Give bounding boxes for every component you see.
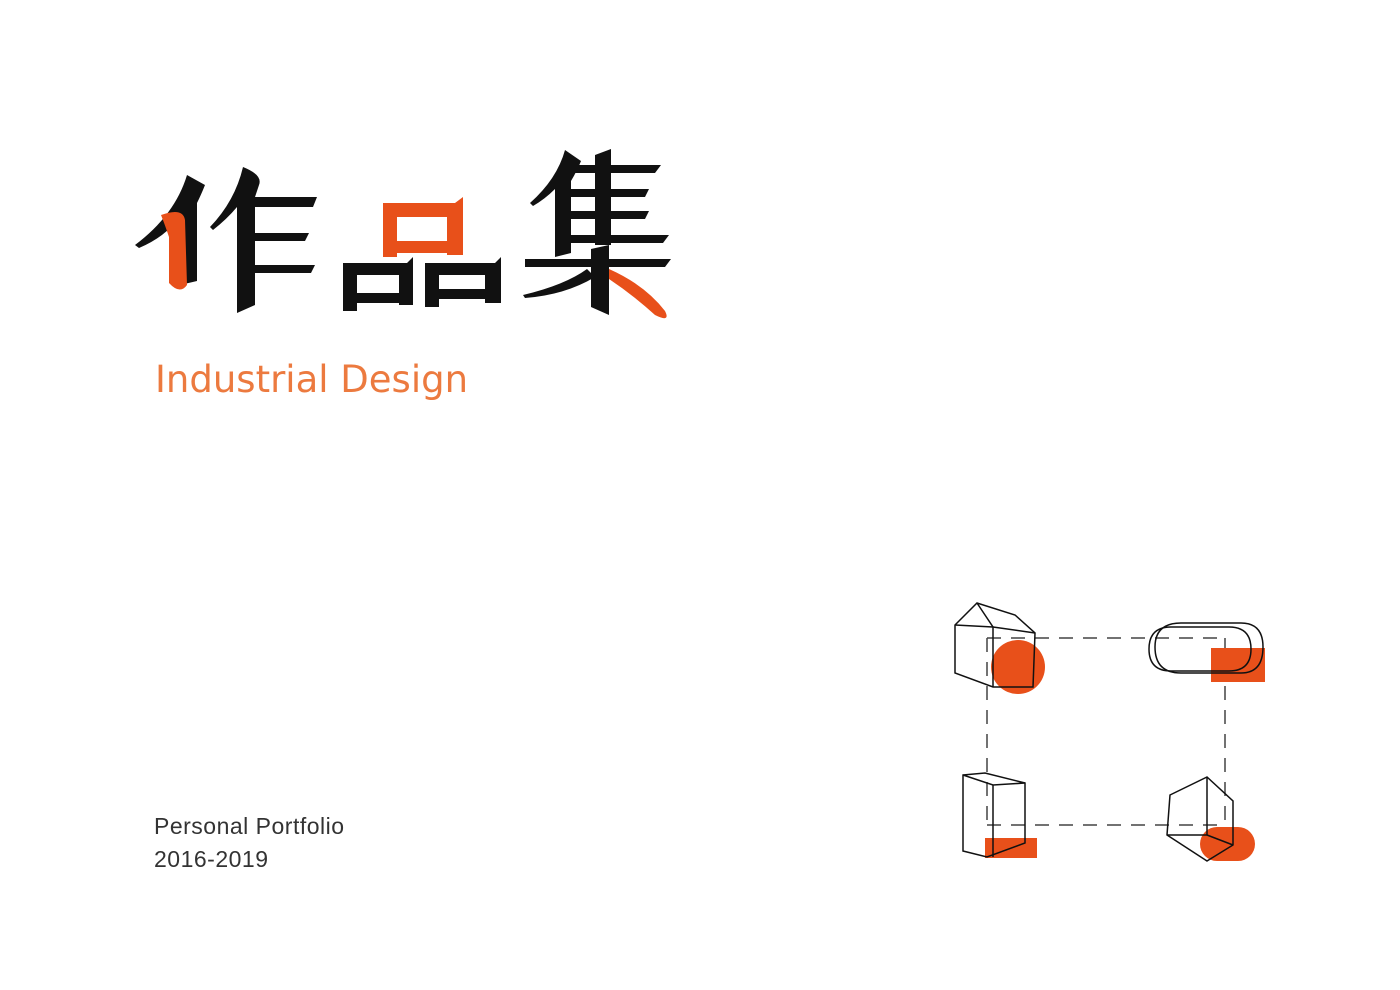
geometric-illustration xyxy=(954,602,1265,862)
subtitle: Industrial Design xyxy=(155,358,469,401)
footer-info: Personal Portfolio 2016-2019 xyxy=(154,810,345,876)
hexagonal-box-icon xyxy=(1166,776,1255,862)
house-prism-icon xyxy=(954,602,1045,694)
title-char-pin xyxy=(343,197,501,311)
capsule-icon xyxy=(1148,622,1265,682)
title-cn-logo xyxy=(135,149,671,319)
portfolio-label: Personal Portfolio xyxy=(154,813,345,839)
title-char-zuo xyxy=(135,167,317,313)
date-range: 2016-2019 xyxy=(154,846,269,872)
title-char-ji xyxy=(523,149,671,319)
rectangular-prism-icon xyxy=(962,772,1037,858)
